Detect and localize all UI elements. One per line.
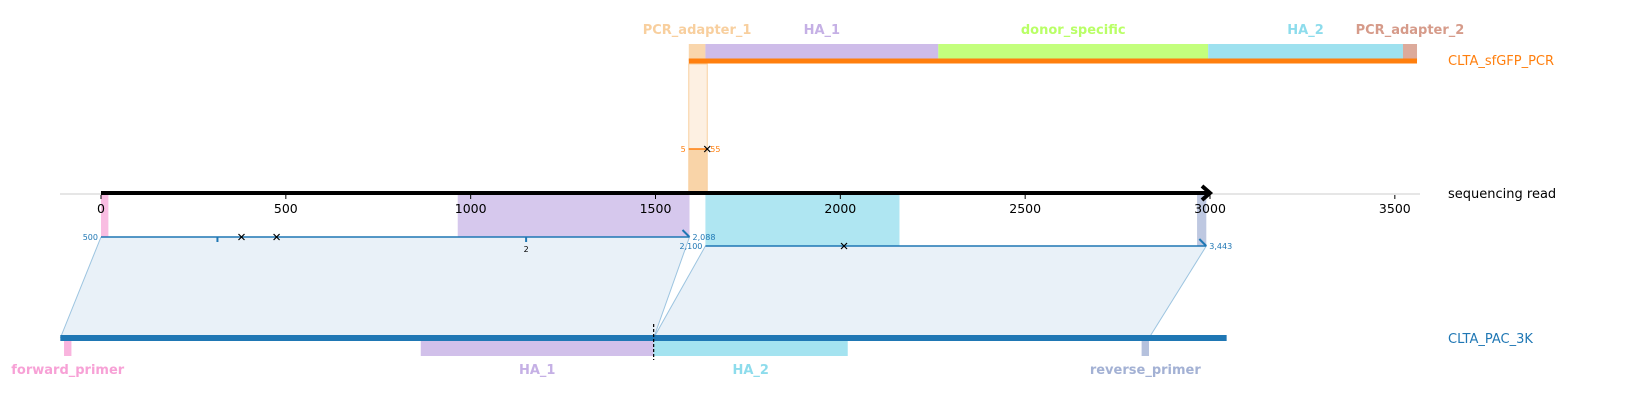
alignment-layer — [101, 145, 1208, 250]
reference-feature-label-HA-2: HA_2 — [732, 363, 769, 378]
reference-alignment-end-label-1: 3,443 — [1209, 242, 1232, 251]
target-feature-HA-1 — [705, 44, 939, 61]
reference-mismatch-0-1 — [273, 233, 281, 241]
reference-feature-HA-1 — [420, 341, 654, 356]
read-track-label: sequencing read — [1448, 187, 1556, 202]
target-alignment-mismatch-b — [703, 145, 711, 153]
read-arrowhead — [1200, 184, 1214, 202]
read-tick-label-1500: 1500 — [640, 201, 672, 216]
alignment-shading-layer — [59, 63, 1207, 339]
alignment-edge-right-0 — [653, 236, 690, 339]
target-alignment-end-label: 55 — [710, 145, 720, 154]
read-tick-label-2500: 2500 — [1009, 201, 1041, 216]
target-feature-label-PCR-adapter-2: PCR_adapter_2 — [1356, 23, 1465, 38]
reference-mismatch-0-1-b — [273, 233, 281, 241]
read-highlight-reverse-primer — [1197, 193, 1207, 246]
reference-track-label: CLTA_PAC_3K — [1448, 332, 1533, 347]
read-tick-label-3000: 3000 — [1194, 201, 1226, 216]
target-track-label: CLTA_sfGFP_PCR — [1448, 54, 1554, 69]
target-feature-PCR-adapter-1 — [688, 44, 706, 61]
reference-mismatch-0-0-b — [238, 233, 245, 241]
track-layer — [60, 44, 1420, 360]
target-feature-label-donor-specific: donor_specific — [1021, 23, 1126, 38]
alignment-parallelogram-1 — [653, 246, 1207, 338]
read-tick-label-0: 0 — [97, 201, 105, 216]
alignment-edge-left-0 — [59, 236, 102, 339]
reference-feature-forward-primer — [64, 341, 72, 356]
alignment-edge-left-1 — [653, 245, 706, 339]
reference-alignment-arrow-0 — [681, 229, 691, 238]
read-highlight-layer — [101, 149, 1207, 246]
reference-alignment-start-label-1: 2,100 — [679, 242, 702, 251]
target-feature-HA-2 — [1208, 44, 1403, 61]
read-highlight-HA-1 — [457, 193, 690, 237]
read-tick-label-2000: 2000 — [824, 201, 856, 216]
read-highlight-HA-2 — [705, 193, 900, 246]
read-tick-label-3500: 3500 — [1379, 201, 1411, 216]
reference-mismatch-1-0 — [840, 242, 848, 250]
target-alignment-start-label: 5 — [681, 145, 686, 154]
reference-mismatch-0-0 — [238, 233, 245, 241]
read-highlight-forward-primer — [101, 193, 109, 237]
read-tick-label-1000: 1000 — [455, 201, 487, 216]
reference-feature-label-forward-primer: forward_primer — [11, 363, 125, 378]
target-feature-donor-specific — [938, 44, 1209, 61]
read-tick-label-500: 500 — [274, 201, 298, 216]
reference-alignment-arrow-1 — [1198, 238, 1208, 247]
read-highlight-PCR-adapter-1 — [688, 149, 708, 193]
target-feature-PCR-adapter-2 — [1402, 44, 1418, 61]
reference-feature-reverse-primer — [1141, 341, 1150, 356]
alignment-parallelogram-0 — [60, 237, 690, 338]
reference-feature-HA-2 — [653, 341, 848, 356]
target-alignment-mismatch — [703, 145, 711, 153]
reference-alignment-end-label-0: 2,088 — [693, 233, 716, 242]
reference-feature-label-HA-1: HA_1 — [519, 363, 556, 378]
alignment-edge-right-1 — [1148, 245, 1207, 339]
reference-mismatch-1-0-b — [840, 242, 848, 250]
reference-alignment-start-label-0: 500 — [83, 233, 98, 242]
target-feature-label-HA-1: HA_1 — [804, 23, 841, 38]
target-feature-label-PCR-adapter-1: PCR_adapter_1 — [643, 23, 752, 38]
target-feature-label-HA-2: HA_2 — [1287, 23, 1324, 38]
reference-insertion-label-0: 2 — [524, 245, 529, 254]
reference-feature-label-reverse-primer: reverse_primer — [1090, 363, 1202, 378]
